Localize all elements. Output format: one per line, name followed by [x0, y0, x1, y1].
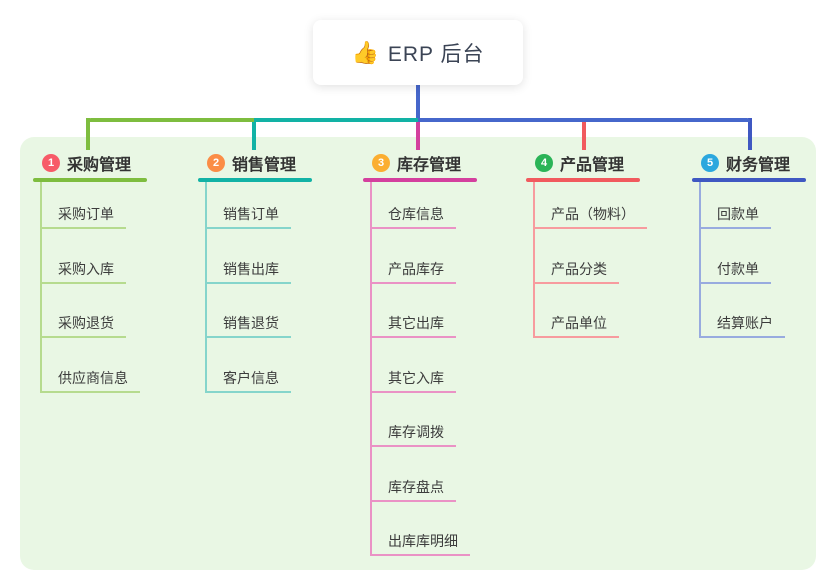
branch-1-drop-line [86, 118, 90, 150]
child-node[interactable]: 产品单位 [533, 310, 619, 338]
branch-node-4[interactable]: 4 产品管理 [526, 148, 624, 178]
child-node[interactable]: 回款单 [699, 201, 771, 229]
branch-5-title: 财务管理 [726, 157, 791, 174]
branch-2-drop-line [251, 118, 256, 150]
bus-segment-mid [253, 118, 418, 122]
child-node[interactable]: 销售出库 [205, 256, 291, 284]
root-node[interactable]: 👍 ERP 后台 [313, 20, 523, 85]
child-node[interactable]: 销售订单 [205, 201, 291, 229]
child-node[interactable]: 仓库信息 [370, 201, 456, 229]
child-node[interactable]: 供应商信息 [40, 365, 140, 393]
branch-2-number-badge: 2 [207, 154, 225, 172]
child-node[interactable]: 采购订单 [40, 201, 126, 229]
child-node[interactable]: 产品分类 [533, 256, 619, 284]
branch-1-number-badge: 1 [42, 154, 60, 172]
branch-3-drop-line [416, 118, 420, 150]
branch-3-underline [363, 178, 477, 182]
child-node[interactable]: 库存盘点 [370, 474, 456, 502]
branch-4-title: 产品管理 [560, 157, 625, 174]
bus-segment-right [418, 118, 750, 122]
branch-1-title: 采购管理 [67, 157, 132, 174]
child-node[interactable]: 出库库明细 [370, 528, 470, 556]
branches-panel [20, 137, 816, 570]
root-node-label: ERP 后台 [387, 42, 485, 66]
child-node[interactable]: 采购退货 [40, 310, 126, 338]
child-node[interactable]: 采购入库 [40, 256, 126, 284]
branch-3-title: 库存管理 [397, 157, 462, 174]
child-node[interactable]: 产品（物料） [533, 201, 647, 229]
branch-2-title: 销售管理 [232, 157, 297, 174]
branch-4-drop-line [582, 118, 586, 150]
branch-node-1[interactable]: 1 采购管理 [33, 148, 131, 178]
branch-5-underline [692, 178, 806, 182]
child-node[interactable]: 库存调拨 [370, 419, 456, 447]
branch-2-underline [198, 178, 312, 182]
branch-3-number-badge: 3 [372, 154, 390, 172]
child-node[interactable]: 销售退货 [205, 310, 291, 338]
child-node[interactable]: 客户信息 [205, 365, 291, 393]
branch-2-child-connector [205, 182, 207, 393]
branch-node-2[interactable]: 2 销售管理 [198, 148, 296, 178]
child-node[interactable]: 其它出库 [370, 310, 456, 338]
child-node[interactable]: 付款单 [699, 256, 771, 284]
branch-1-underline [33, 178, 147, 182]
branch-5-number-badge: 5 [701, 154, 719, 172]
branch-5-drop-line [748, 118, 752, 150]
branch-4-child-connector [533, 182, 535, 338]
child-node[interactable]: 结算账户 [699, 310, 785, 338]
branch-5-child-connector [699, 182, 701, 338]
branch-1-child-connector [40, 182, 42, 393]
branch-3-child-connector [370, 182, 372, 556]
thumbs-up-icon: 👍 [351, 39, 379, 65]
branch-4-underline [526, 178, 640, 182]
root-connector-line [416, 84, 420, 122]
bus-segment-left [88, 118, 254, 122]
child-node[interactable]: 其它入库 [370, 365, 456, 393]
branch-4-number-badge: 4 [535, 154, 553, 172]
child-node[interactable]: 产品库存 [370, 256, 456, 284]
branch-node-3[interactable]: 3 库存管理 [363, 148, 461, 178]
branch-node-5[interactable]: 5 财务管理 [692, 148, 790, 178]
